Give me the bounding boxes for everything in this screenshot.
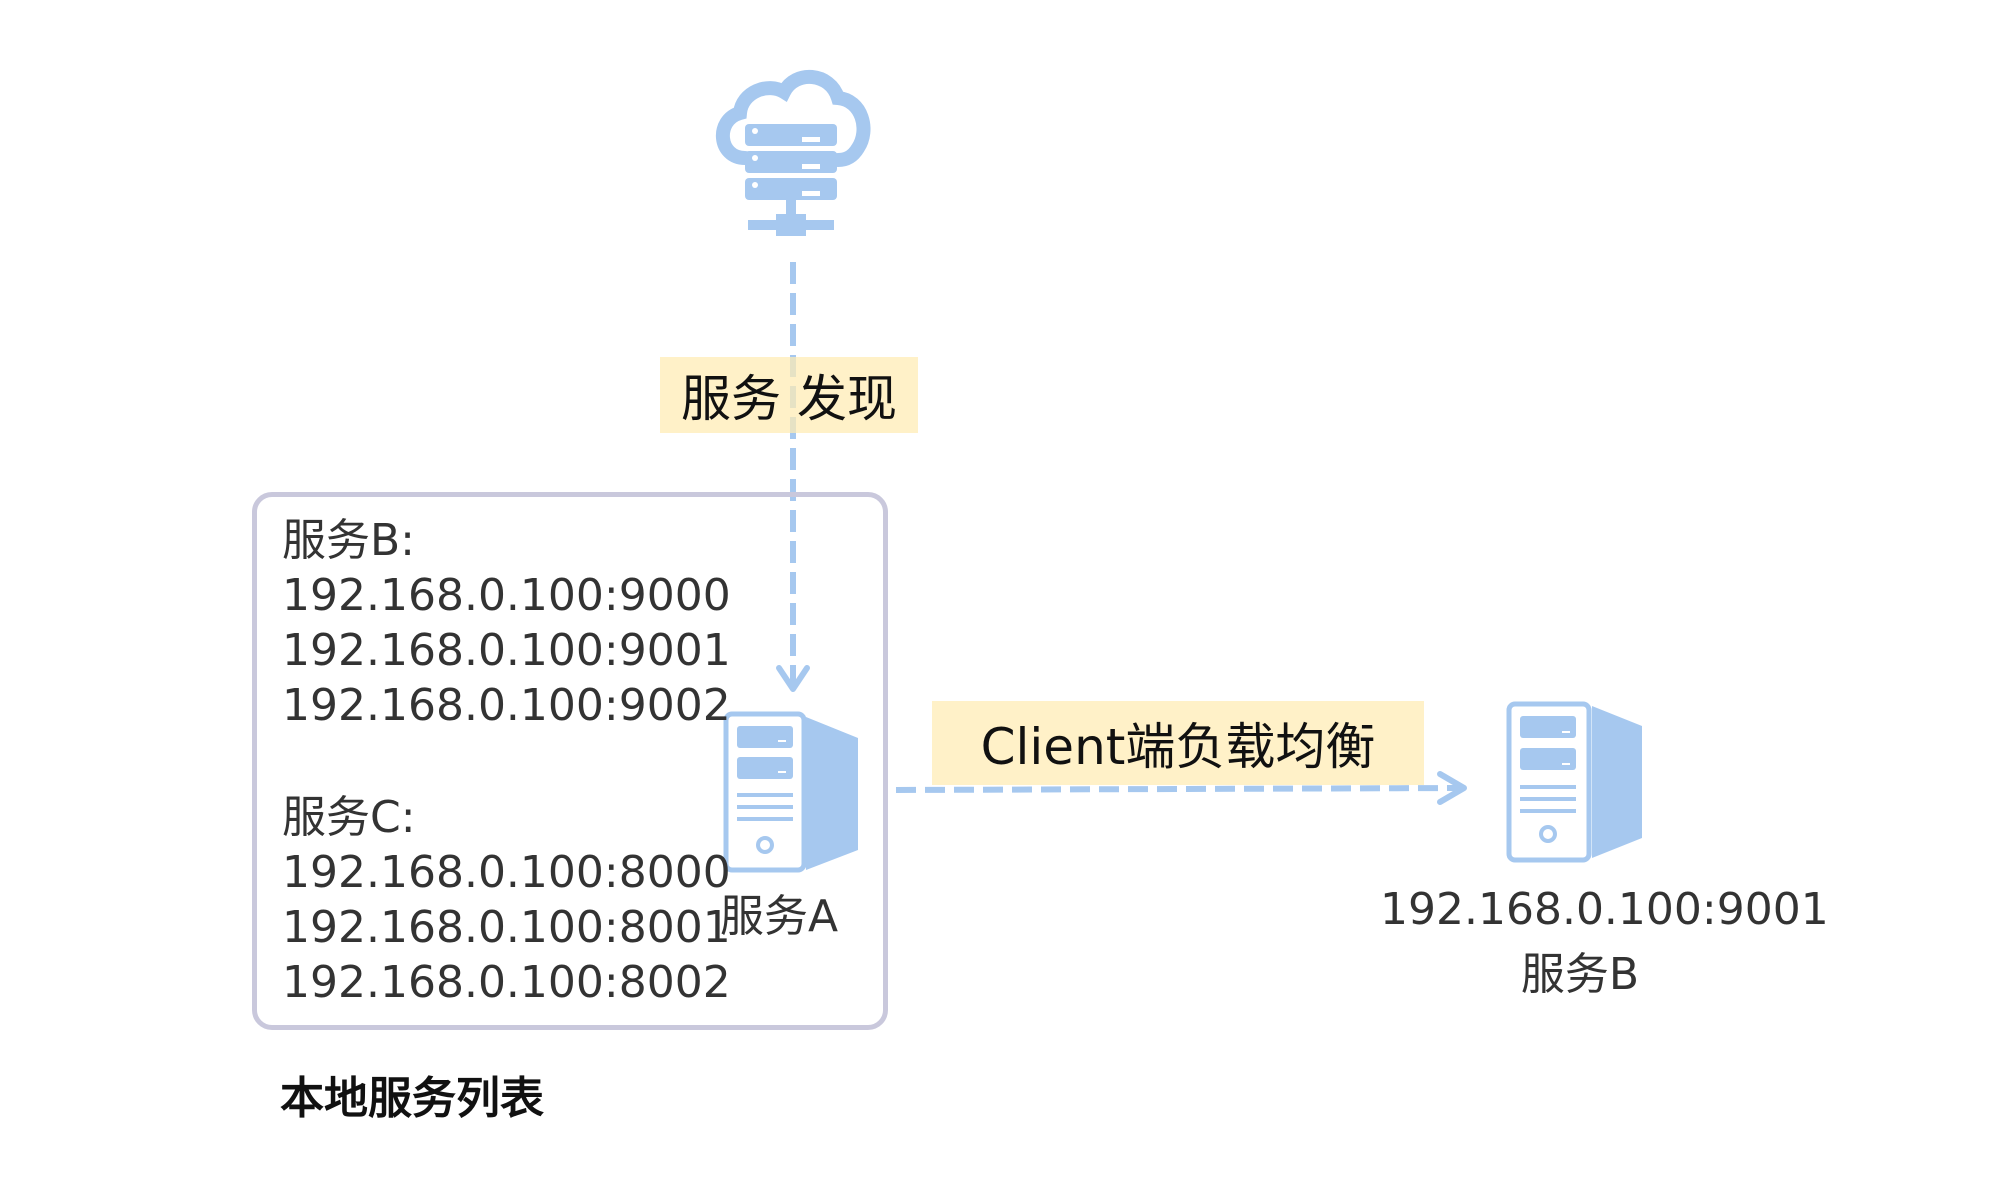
group-name: 服务B:: [282, 515, 416, 566]
address-item: 192.168.0.100:9002: [282, 680, 731, 731]
service-group-c: 服务C: 192.168.0.100:8000 192.168.0.100:80…: [282, 790, 731, 1010]
load-balance-arrowhead: [1437, 771, 1467, 805]
service-a-label: 服务A: [720, 891, 839, 942]
discovery-edge-label: 服务 发现: [660, 357, 918, 433]
cloud-server-icon: [716, 70, 871, 236]
local-service-list-box: [252, 492, 888, 1030]
address-item: 192.168.0.100:8002: [282, 957, 731, 1008]
server-b-icon: [1506, 701, 1642, 863]
load-balance-edge-line: [895, 785, 1459, 793]
server-a-icon: [723, 711, 858, 873]
address-item: 192.168.0.100:8001: [282, 902, 731, 953]
service-group-b: 服务B: 192.168.0.100:9000 192.168.0.100:90…: [282, 513, 731, 733]
service-b-label: 服务B: [1520, 949, 1640, 1000]
local-service-list-caption: 本地服务列表: [280, 1073, 544, 1124]
load-balance-edge-label: Client端负载均衡: [932, 701, 1424, 785]
address-item: 192.168.0.100:8000: [282, 847, 731, 898]
group-name: 服务C:: [282, 792, 416, 843]
address-item: 192.168.0.100:9000: [282, 570, 731, 621]
discovery-arrowhead: [776, 665, 810, 692]
service-b-address: 192.168.0.100:9001: [1380, 884, 1829, 935]
address-item: 192.168.0.100:9001: [282, 625, 731, 676]
